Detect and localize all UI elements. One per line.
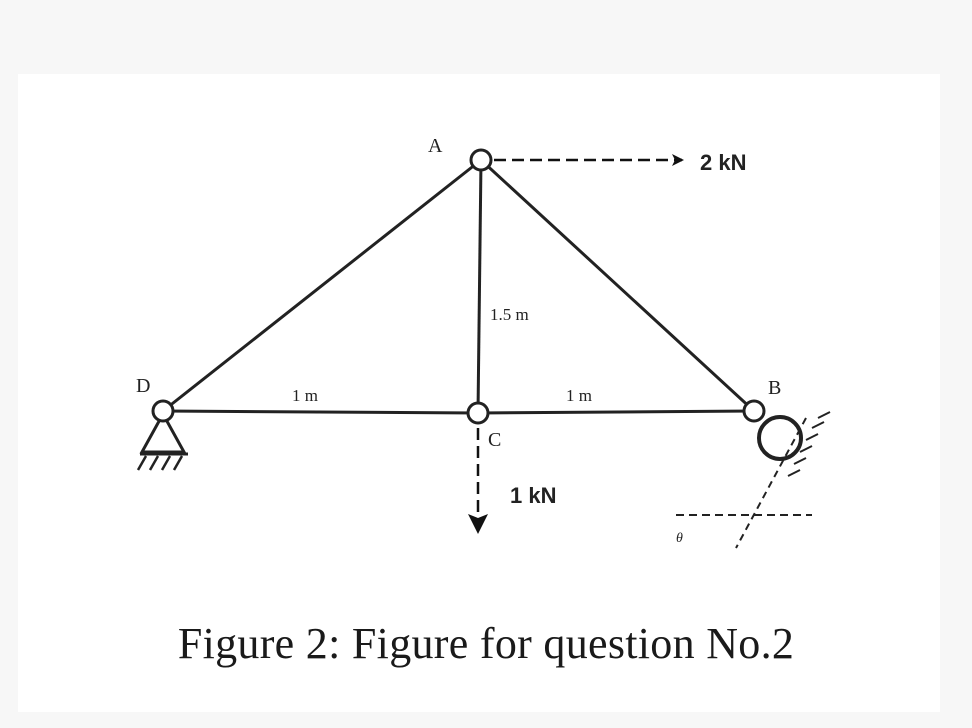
- joint-A: [469, 148, 493, 172]
- dimension-label-height: 1.5 m: [490, 305, 529, 324]
- joint-C: [466, 401, 490, 425]
- load-label-2kN: 2 kN: [700, 150, 746, 175]
- member-AB: [479, 158, 756, 413]
- member-DC: [162, 409, 479, 415]
- node-label-B: B: [768, 377, 781, 399]
- member-AC: [476, 159, 483, 414]
- load-label-1kN: 1 kN: [510, 483, 556, 508]
- member-DA: [162, 158, 482, 413]
- figure-caption: Figure 2: Figure for question No.2: [177, 619, 795, 668]
- dimension-label-span-right: 1 m: [566, 386, 592, 405]
- load-vertical-C: [468, 428, 488, 534]
- roller-angle-symbol: θ: [676, 531, 683, 546]
- members: [162, 158, 756, 415]
- joint-D: [151, 399, 175, 423]
- node-label-A: A: [428, 135, 443, 157]
- member-CB: [477, 409, 755, 415]
- roller-support-B: [676, 411, 831, 549]
- joint-B: [742, 399, 766, 423]
- pin-support-D: [136, 410, 188, 471]
- dimension-label-span-left: 1 m: [292, 386, 318, 405]
- node-label-C: C: [488, 429, 501, 451]
- joints: [151, 148, 766, 425]
- node-label-D: D: [136, 375, 150, 397]
